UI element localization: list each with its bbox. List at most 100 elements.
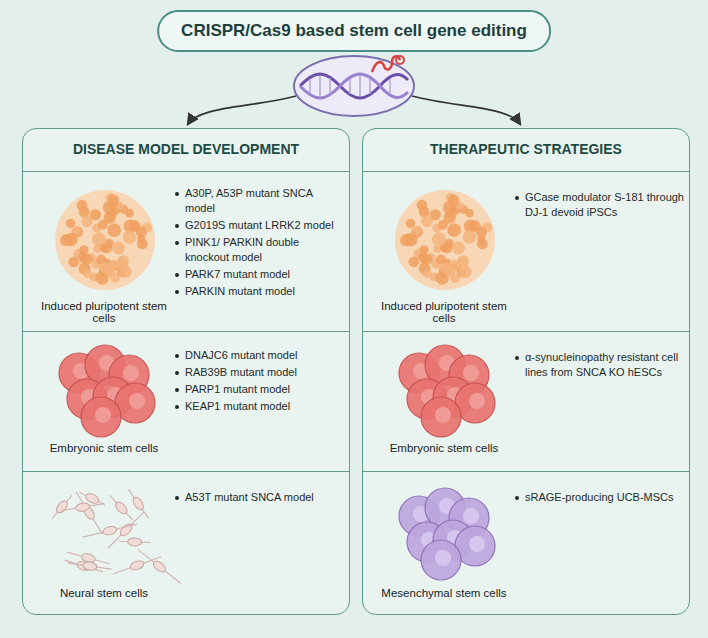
cell <box>60 234 72 246</box>
cell-process <box>109 495 133 520</box>
panel: THERAPEUTIC STRATEGIES Induced pluripoten… <box>362 128 690 615</box>
dna-strand <box>300 74 408 98</box>
cell <box>408 256 419 267</box>
cell <box>81 397 121 437</box>
panel: DISEASE MODEL DEVELOPMENTInduced pluripo… <box>22 128 350 615</box>
cell-illustration <box>399 488 495 580</box>
cell <box>476 226 487 237</box>
bullet-dot <box>515 196 519 200</box>
nucleus <box>129 393 145 409</box>
cell <box>137 239 148 250</box>
bullet-dot <box>175 388 179 392</box>
neural-cell <box>118 522 134 538</box>
bullet-list: GCase modulator S-181 through DJ-1 devoi… <box>513 190 685 222</box>
cell <box>448 195 459 206</box>
bullet-list: sRAGE-producing UCB-MSCs <box>513 490 685 507</box>
cell <box>406 219 415 228</box>
bullet-text: KEAP1 mutant model <box>173 399 345 414</box>
nucleus <box>463 508 479 524</box>
nucleus <box>435 407 451 423</box>
nucleus <box>469 393 485 409</box>
colony-outline <box>395 190 495 290</box>
bullet-list: A53T mutant SNCA model <box>173 490 345 507</box>
bullet-dot <box>515 496 519 500</box>
cell <box>78 252 86 260</box>
cell <box>465 209 474 218</box>
cell <box>68 256 79 267</box>
bullet-list: α-synucleinopathy resistant cell lines f… <box>513 350 685 382</box>
bullet-text: sRAGE-producing UCB-MSCs <box>513 490 685 505</box>
cell-illustration <box>59 345 155 437</box>
bullet-list: A30P, A53P mutant SNCA modelG2019S mutan… <box>173 186 345 301</box>
cell <box>423 269 432 278</box>
cell-label: Embryonic stem cells <box>29 442 179 454</box>
bullet-text: PARK7 mutant model <box>173 267 345 282</box>
bullet-text: PARP1 mutant model <box>173 382 345 397</box>
bullet-text: PINK1/ PARKIN double knockout model <box>173 235 345 265</box>
cell <box>417 200 428 211</box>
cell-label: Neural stem cells <box>29 587 179 599</box>
bullet-list: DNAJC6 mutant modelRAB39B mutant modelPA… <box>173 348 345 416</box>
cell <box>440 244 448 252</box>
bullet-dot <box>515 356 519 360</box>
cell <box>110 273 120 283</box>
cell <box>100 244 108 252</box>
cell <box>438 220 448 230</box>
nucleus <box>435 550 451 566</box>
cell-row: Embryonic stem cells DNAJC6 mutant modelR… <box>23 331 349 471</box>
cell <box>400 234 412 246</box>
cell <box>125 209 134 218</box>
cell <box>112 241 125 254</box>
cell <box>77 200 88 211</box>
neural-cell <box>131 495 146 511</box>
neural-cell <box>128 538 142 546</box>
cell <box>421 216 433 228</box>
cell-process <box>128 489 148 518</box>
cell-row: Mesenchymal stem cellssRAGE-producing UC… <box>363 471 689 614</box>
arrow <box>412 96 520 124</box>
bullet-text: A53T mutant SNCA model <box>173 490 345 505</box>
cell <box>81 216 93 228</box>
bullet-dot <box>175 273 179 277</box>
bullet-text: RAB39B mutant model <box>173 365 345 380</box>
bullet-dot <box>175 371 179 375</box>
cell-row: Induced pluripotent stem cells GCase modu… <box>363 171 689 331</box>
neural-cell <box>75 502 90 512</box>
cell-process <box>83 524 137 537</box>
title-pill: CRISPR/Cas9 based stem cell gene editing <box>157 10 551 52</box>
bullet-text: G2019S mutant LRRK2 model <box>173 218 345 233</box>
bullet-dot <box>175 405 179 409</box>
dna-strand <box>300 74 408 98</box>
cell-label: Induced pluripotent stem cells <box>29 300 179 324</box>
cell <box>452 241 465 254</box>
bullet-text: α-synucleinopathy resistant cell lines f… <box>513 350 685 380</box>
nucleus <box>123 365 139 381</box>
bullet-dot <box>175 241 179 245</box>
neural-cell <box>102 525 117 536</box>
panel-heading: THERAPEUTIC STRATEGIES <box>363 141 689 157</box>
cell-label: Induced pluripotent stem cells <box>369 300 519 324</box>
neural-cell <box>82 561 97 571</box>
plasmid-outline <box>294 56 414 116</box>
bullet-dot <box>175 290 179 294</box>
cell <box>450 273 460 283</box>
bullet-text: GCase modulator S-181 through DJ-1 devoi… <box>513 190 685 220</box>
cell-illustration <box>52 489 181 584</box>
neural-cell <box>54 499 69 515</box>
neural-cell <box>129 559 145 571</box>
cell-illustration <box>55 190 155 290</box>
cell-row: Induced pluripotent stem cellsA30P, A53P… <box>23 171 349 331</box>
cell-process <box>138 550 181 584</box>
cell <box>136 226 147 237</box>
cell <box>98 220 108 230</box>
nucleus <box>469 536 485 552</box>
cell-row: Embryonic stem cells α-synucleinopathy re… <box>363 331 689 471</box>
bullet-dot <box>175 192 179 196</box>
cell <box>463 230 476 243</box>
cell <box>421 540 461 580</box>
nucleus <box>95 407 111 423</box>
cell <box>123 230 136 243</box>
cell-label: Embryonic stem cells <box>369 442 519 454</box>
nucleus <box>463 365 479 381</box>
bullet-dot <box>175 354 179 358</box>
